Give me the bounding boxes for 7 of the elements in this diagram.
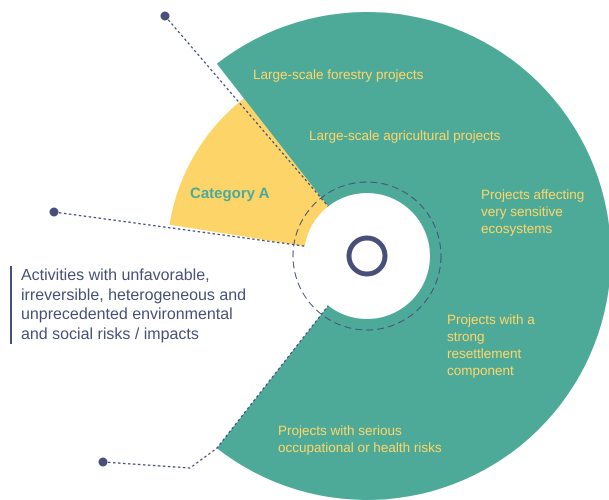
description-text: Activities with unfavorable, irreversible, heterogeneous and unprecedented environmental and social risks / impacts — [10, 266, 253, 344]
sector-label: Projects affecting very sensitive ecosystems — [481, 186, 586, 237]
sector-label: Projects with serious occupational or health risks — [278, 422, 443, 456]
sector-label: Large-scale agricultural projects — [309, 127, 502, 144]
sector-label: Projects with a strong resettlement component — [447, 311, 536, 379]
category-label: Category A — [190, 185, 270, 202]
sector-label: Large-scale forestry projects — [253, 66, 424, 83]
